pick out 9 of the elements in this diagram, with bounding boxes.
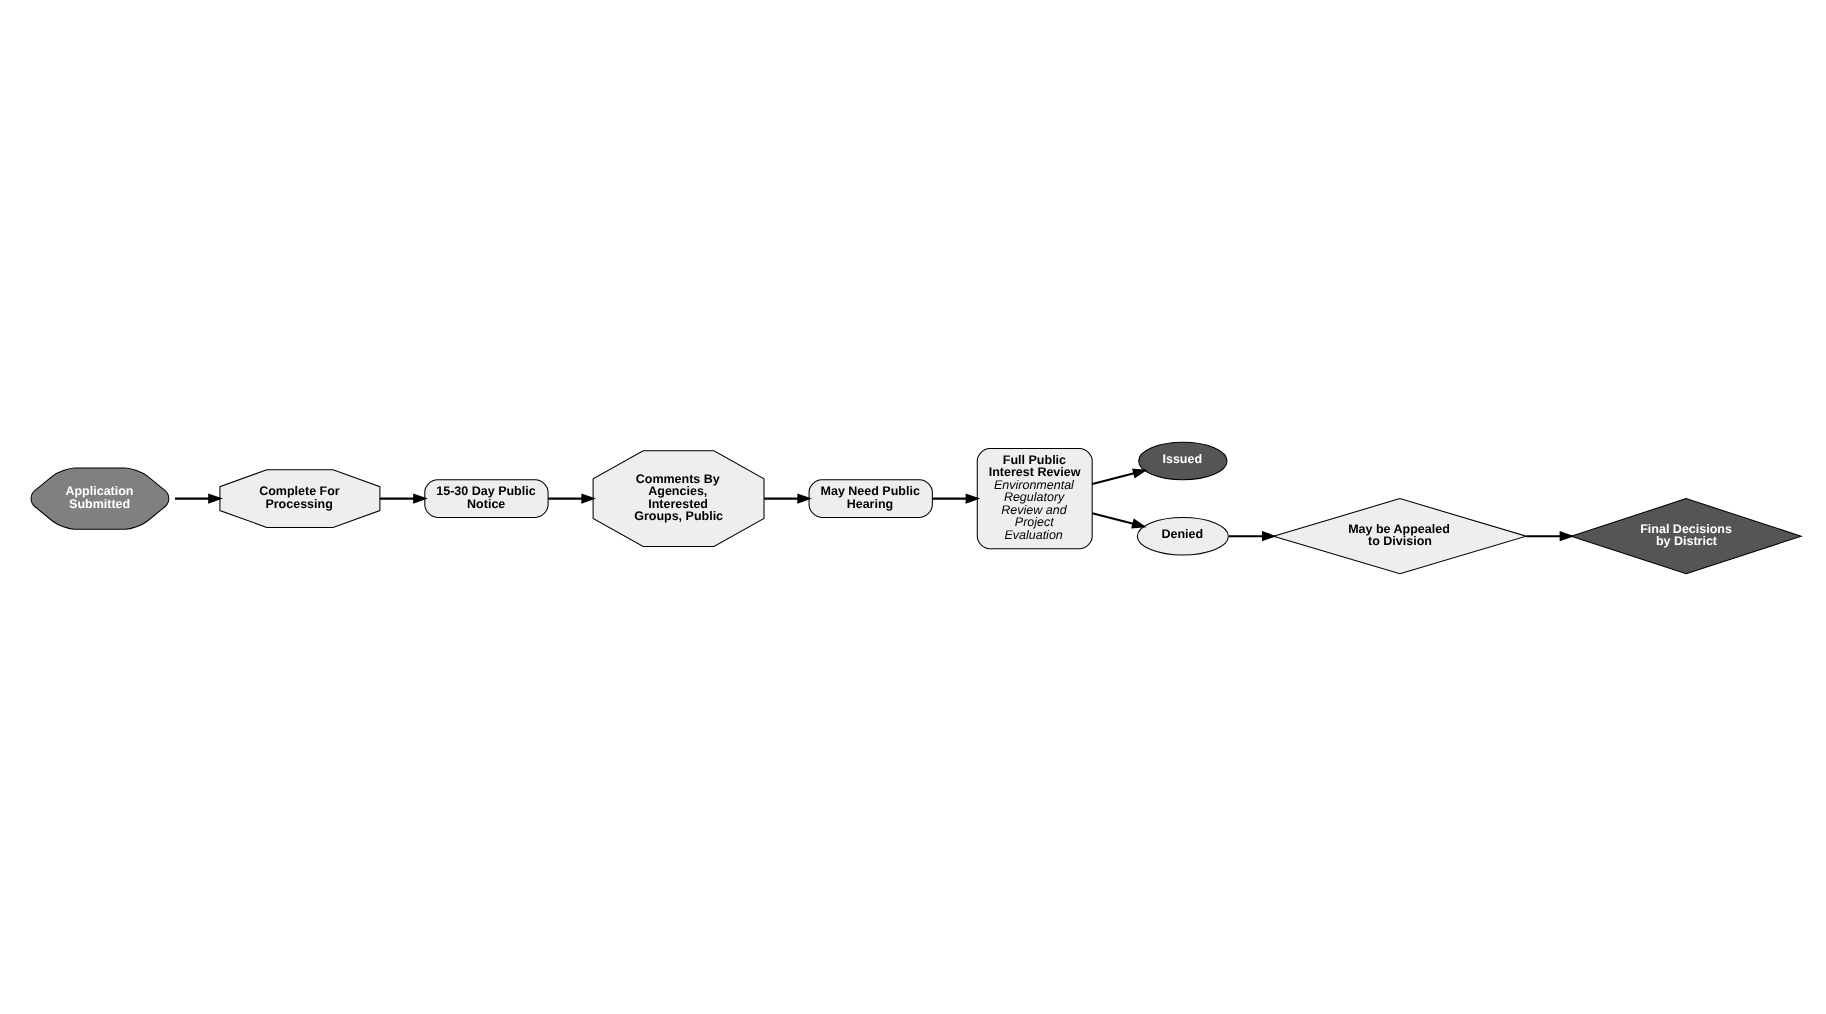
arrow xyxy=(380,492,428,503)
arrow xyxy=(174,492,223,503)
arrow xyxy=(1228,530,1277,541)
arrow xyxy=(1091,511,1147,528)
arrow xyxy=(548,492,596,503)
arrow xyxy=(764,492,812,503)
arrow xyxy=(1526,530,1575,541)
arrow xyxy=(1091,467,1148,485)
arrow xyxy=(932,492,981,503)
